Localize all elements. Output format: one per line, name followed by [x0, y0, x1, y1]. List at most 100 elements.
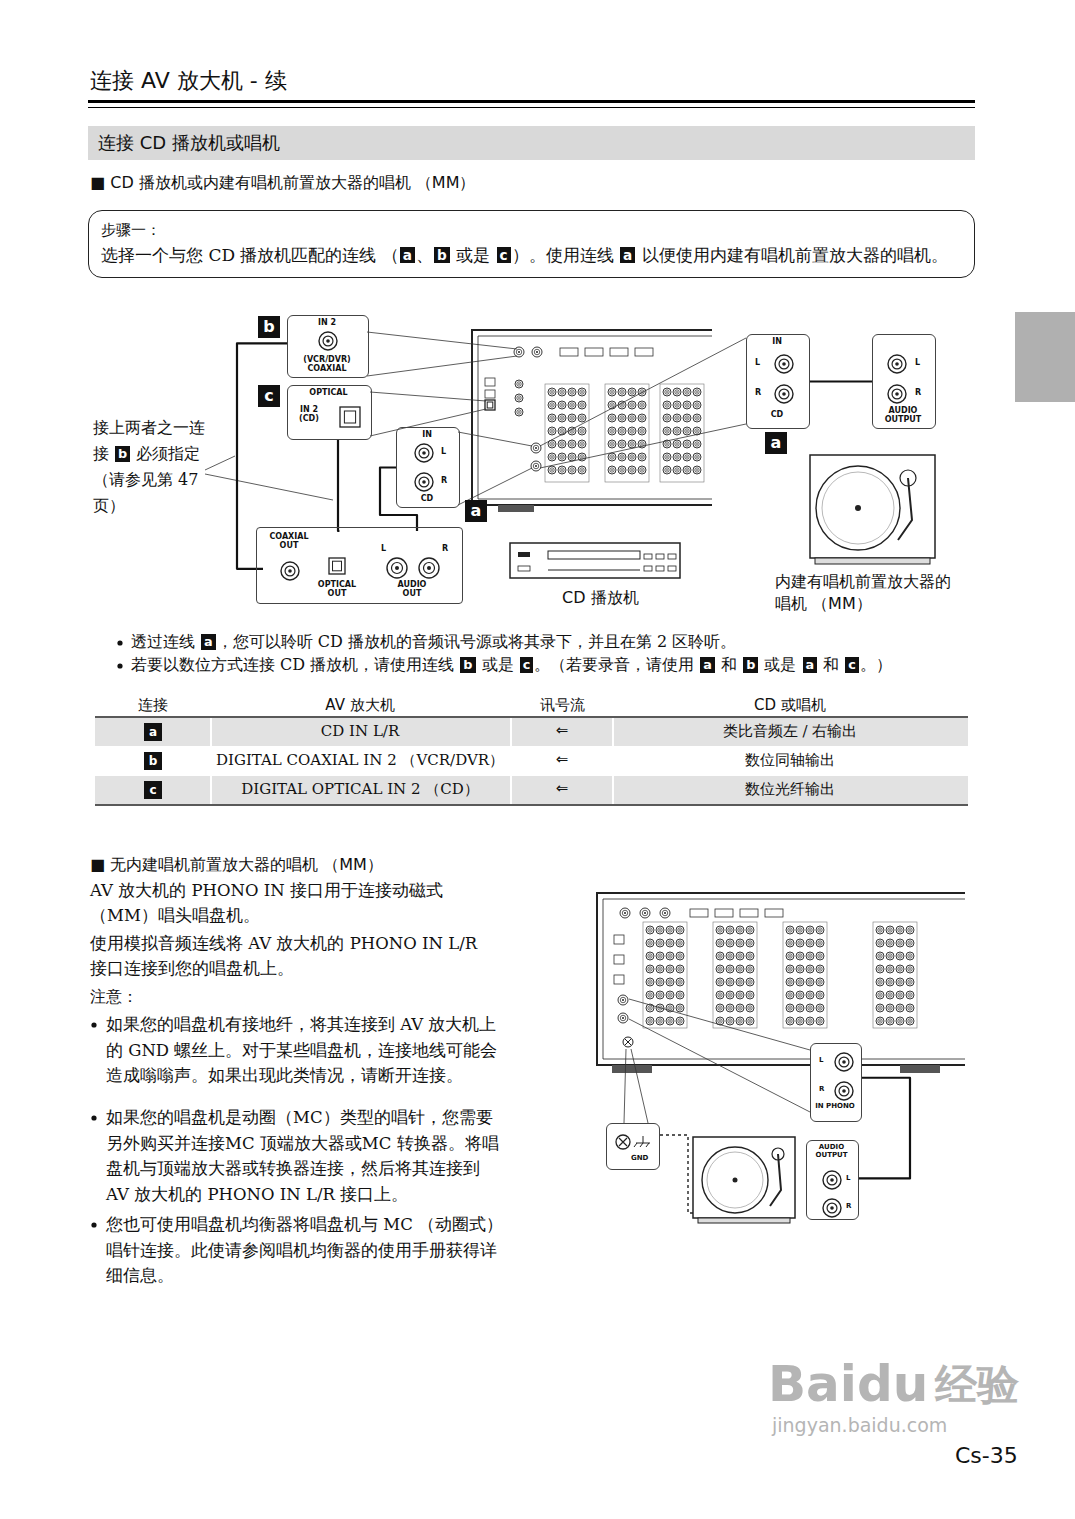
jack-outer	[608, 427, 616, 435]
receiver-foot	[612, 1065, 652, 1073]
jack-ring	[665, 390, 669, 394]
jack-outer	[835, 1053, 853, 1071]
table-cell: ⇐	[556, 721, 569, 741]
inline-badge: a	[700, 657, 715, 673]
jack-pin	[749, 1020, 751, 1022]
jack-outer	[683, 414, 691, 422]
jack-pin	[288, 569, 292, 573]
jack-ring	[658, 941, 662, 945]
jack-pin	[809, 929, 811, 931]
jack-outer	[663, 388, 671, 396]
jack-ring	[640, 429, 644, 433]
ground-symbol	[634, 1136, 650, 1147]
jack-pin	[719, 942, 721, 944]
table-cell: 类比音频左 / 右输出	[723, 722, 858, 742]
jack-outer	[656, 991, 664, 999]
jack-ring	[665, 416, 669, 420]
jack-outer	[746, 952, 754, 960]
jack-outer	[663, 414, 671, 422]
jack-ring	[678, 980, 682, 984]
jack-outer	[548, 427, 556, 435]
receiver-foot	[498, 505, 534, 512]
jack-ring	[665, 442, 669, 446]
jack-outer	[558, 414, 566, 422]
jack-outer	[726, 991, 734, 999]
text-run: 。）	[860, 655, 892, 674]
header-rule	[88, 107, 975, 108]
jack-pin	[789, 1020, 791, 1022]
jack-panel: GND	[606, 1123, 660, 1170]
jack-ring	[898, 967, 902, 971]
jack-ring	[630, 390, 634, 394]
jack-outer	[608, 401, 616, 409]
jack-outer	[906, 965, 914, 973]
jack-ring	[695, 416, 699, 420]
table-cell: DIGITAL COAXIAL IN 2 （VCR/DVR）	[216, 751, 504, 771]
jack-ring	[738, 954, 742, 958]
jack-pin	[581, 430, 583, 432]
jack-pin	[719, 994, 721, 996]
jack-outer	[896, 991, 904, 999]
jack-outer	[568, 414, 576, 422]
jack-outer	[646, 991, 654, 999]
jack-ring	[675, 416, 679, 420]
jack-ring	[695, 468, 699, 472]
jack-pin	[631, 456, 633, 458]
jack-pin	[666, 430, 668, 432]
jack-outer	[726, 926, 734, 934]
jack-label: L	[846, 1175, 850, 1183]
jack-outer	[656, 1017, 664, 1025]
jack-pin	[581, 404, 583, 406]
jack-pin	[571, 404, 573, 406]
jack-ring	[908, 1019, 912, 1023]
jack-ring	[808, 928, 812, 932]
jack-pin	[749, 955, 751, 957]
gnd-screw	[623, 1037, 633, 1047]
jack-outer	[906, 1017, 914, 1025]
jack-outer	[608, 388, 616, 396]
jack-pin	[819, 929, 821, 931]
jack-ring	[728, 967, 732, 971]
jack-pin	[686, 430, 688, 432]
jack-ring	[580, 390, 584, 394]
jack-pin	[719, 1007, 721, 1009]
jack-outer	[746, 926, 754, 934]
jack-ring	[610, 390, 614, 394]
jack-ring	[818, 941, 822, 945]
jack-outer	[806, 1004, 814, 1012]
jack-outer	[415, 473, 433, 491]
jack-ring	[888, 993, 892, 997]
table-cell: 讯号流	[540, 696, 585, 716]
table-cell: ⇐	[556, 750, 569, 770]
jack-ring	[788, 954, 792, 958]
jack-pin	[621, 443, 623, 445]
jack-pin	[551, 417, 553, 419]
jack-ring	[658, 1019, 662, 1023]
jack-outer	[656, 926, 664, 934]
jack-ring	[580, 403, 584, 407]
jack-ring	[788, 980, 792, 984]
jack-ring	[818, 993, 822, 997]
jack-pin	[899, 994, 901, 996]
jack-ring	[560, 390, 564, 394]
jack-ring	[728, 1019, 732, 1023]
jack-outer	[775, 355, 793, 373]
jack-ring	[570, 416, 574, 420]
text-run: 或是	[477, 655, 519, 674]
jack-ring	[640, 403, 644, 407]
leader-line	[540, 424, 746, 468]
jack-ring	[908, 928, 912, 932]
jack-pin	[621, 404, 623, 406]
jack-pin	[696, 430, 698, 432]
jack-outer	[876, 978, 884, 986]
jack-ring	[560, 429, 564, 433]
jack-ring	[550, 468, 554, 472]
jack-pin	[622, 999, 624, 1001]
gnd-screw-cross	[625, 1039, 631, 1045]
jack-outer	[646, 926, 654, 934]
jack-outer	[816, 991, 824, 999]
text-run: 或是	[451, 245, 496, 265]
jack-pin	[749, 1007, 751, 1009]
jack-pin	[899, 968, 901, 970]
jack-pin	[830, 1206, 834, 1210]
